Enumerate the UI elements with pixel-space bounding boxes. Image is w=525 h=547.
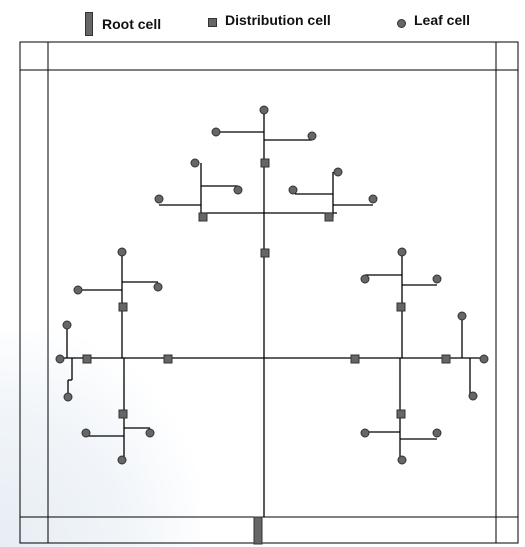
root-cell-icon <box>85 12 93 36</box>
chip-frame <box>19 41 519 544</box>
leaf-cell <box>63 392 73 402</box>
leaf-cell <box>81 428 91 438</box>
distribution-cell <box>350 354 360 364</box>
leaf-cell <box>307 131 317 141</box>
background-watermark <box>0 330 200 547</box>
distribution-cell <box>396 409 406 419</box>
leaf-cell <box>333 167 343 177</box>
distribution-cell <box>396 302 406 312</box>
legend-root: Root cell <box>85 12 161 36</box>
leaf-cell <box>117 455 127 465</box>
leaf-cell <box>153 282 163 292</box>
leaf-cell <box>360 428 370 438</box>
leaf-cell <box>432 428 442 438</box>
legend-leaf: Leaf cell <box>397 12 470 28</box>
distribution-cells <box>82 158 451 419</box>
wires <box>60 110 484 517</box>
leaf-cell <box>73 285 83 295</box>
leaf-cell <box>55 354 65 364</box>
leaf-cell <box>211 127 221 137</box>
leaf-cell <box>259 105 269 115</box>
leaf-cell <box>117 247 127 257</box>
leaf-cell <box>288 185 298 195</box>
distribution-cell <box>198 212 208 222</box>
distribution-cell-icon <box>208 18 217 27</box>
leaf-cell <box>397 247 407 257</box>
legend-distribution-label: Distribution cell <box>225 12 331 28</box>
legend-distribution: Distribution cell <box>208 12 331 28</box>
leaf-cell <box>233 185 243 195</box>
leaf-cell <box>432 274 442 284</box>
distribution-cell <box>260 158 270 168</box>
leaf-cell <box>62 320 72 330</box>
distribution-cell <box>163 354 173 364</box>
leaf-cell-icon <box>397 19 406 28</box>
root-cell <box>253 516 263 545</box>
leaf-cell <box>154 194 164 204</box>
distribution-cell <box>118 302 128 312</box>
leaf-cell <box>145 428 155 438</box>
leaf-cell <box>368 194 378 204</box>
distribution-cell <box>260 248 270 258</box>
leaf-cell <box>360 274 370 284</box>
distribution-cell <box>441 354 451 364</box>
leaf-cell <box>190 158 200 168</box>
legend-leaf-label: Leaf cell <box>414 12 471 28</box>
legend: Root cell Distribution cell Leaf cell <box>0 6 525 40</box>
leaf-cell <box>468 391 478 401</box>
leaf-cell <box>457 311 467 321</box>
leaf-cell <box>397 455 407 465</box>
distribution-cell <box>82 354 92 364</box>
legend-root-label: Root cell <box>102 16 162 32</box>
outer-boundary <box>19 41 519 544</box>
distribution-cell <box>324 212 334 222</box>
leaf-cells <box>55 105 489 465</box>
distribution-cell <box>118 409 128 419</box>
leaf-cell <box>479 354 489 364</box>
